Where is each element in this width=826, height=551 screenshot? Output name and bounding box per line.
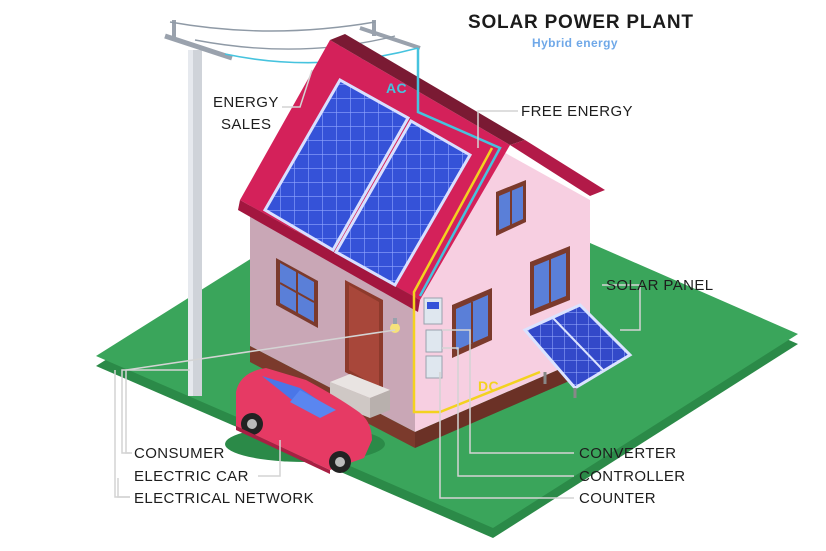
ac-tag: AC [386, 80, 408, 96]
label-counter: COUNTER [579, 490, 656, 507]
page-title: SOLAR POWER PLANT [468, 12, 694, 33]
dc-flow-line [412, 147, 541, 414]
page-subtitle: Hybrid energy [532, 36, 618, 50]
label-free-energy: FREE ENERGY [521, 103, 633, 120]
label-electric-car: ELECTRIC CAR [134, 468, 249, 485]
meter-icon [423, 297, 443, 379]
callout-lines [114, 69, 641, 499]
electric-car-icon [225, 368, 385, 474]
dc-tag: DC [478, 378, 500, 394]
label-converter: CONVERTER [579, 445, 677, 462]
utility-pole-icon [164, 20, 421, 396]
label-energy-sales-line1: ENERGY [213, 94, 279, 111]
label-energy-sales-line2: SALES [221, 116, 272, 133]
label-solar-panel: SOLAR PANEL [606, 277, 714, 294]
solar-panel-icon [522, 303, 633, 398]
ac-flow-line [416, 48, 502, 297]
label-controller: CONTROLLER [579, 468, 686, 485]
label-consumer: CONSUMER [134, 445, 225, 462]
label-electrical-network: ELECTRICAL NETWORK [134, 490, 315, 507]
roof-solar-panel-icon [262, 77, 473, 288]
